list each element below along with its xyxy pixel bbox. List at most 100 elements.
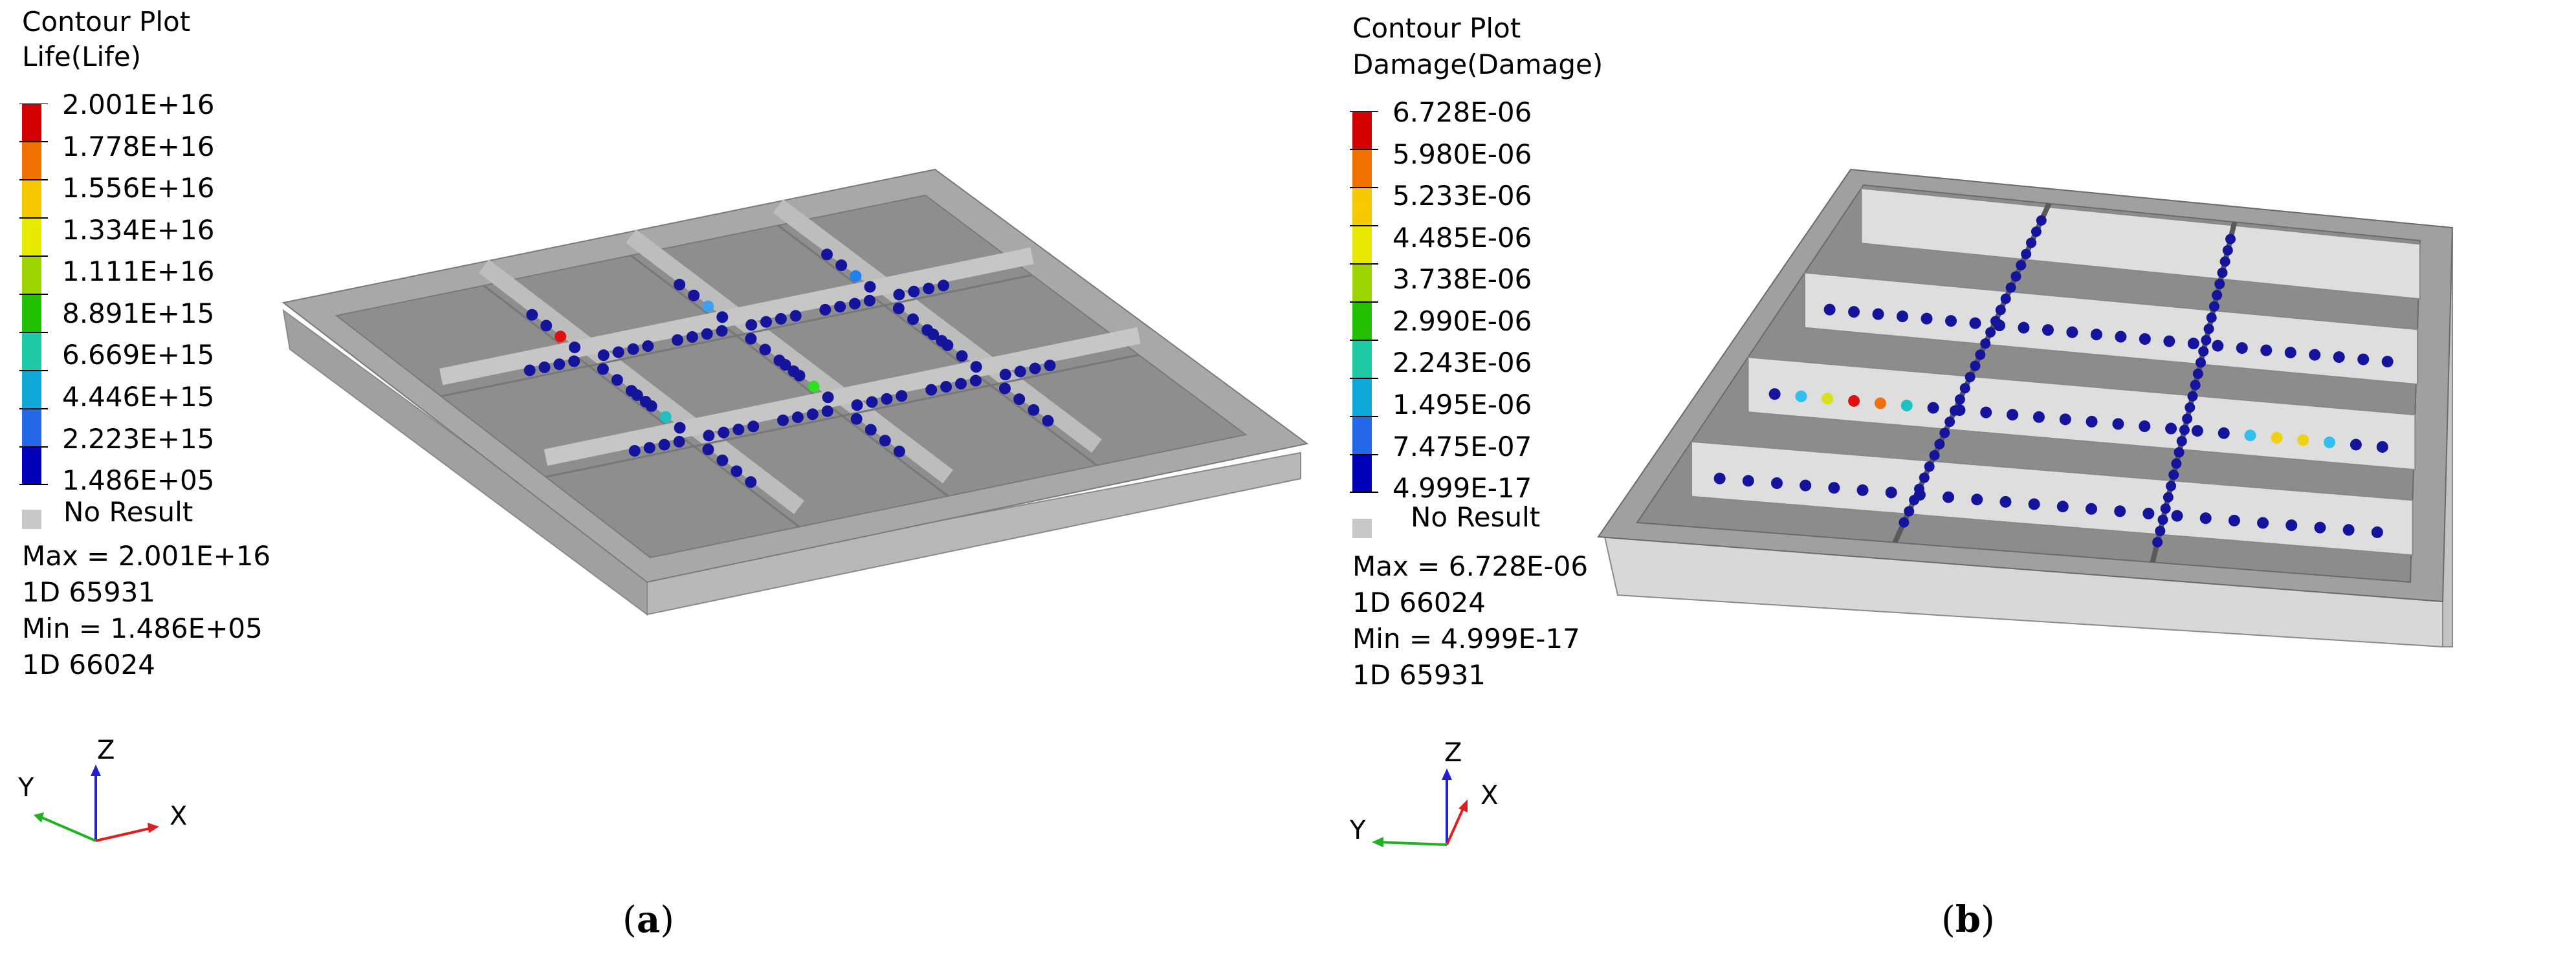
- panel-a-weld-node: [941, 339, 954, 351]
- panel-a-scale-band: [22, 180, 41, 218]
- panel-b-weld-node: [2171, 458, 2182, 469]
- panel-a-weld-node: [597, 363, 609, 375]
- panel-a-weld-node: [716, 311, 729, 323]
- panel-a-scale-band: [22, 371, 41, 409]
- panel-b-axis-y-arrow: [1378, 841, 1448, 846]
- panel-a-stiffener-grid: [439, 199, 1141, 528]
- panel-b-weld-node: [1990, 316, 2001, 327]
- panel-b-weld-node: [2115, 331, 2127, 343]
- panel-a-stiffener-edge: [545, 354, 1139, 478]
- panel-a-weld-node: [759, 343, 771, 356]
- panel-a-weld-node: [703, 429, 715, 442]
- panel-a-weld-node: [597, 349, 610, 362]
- panel-b-weld-node: [2179, 424, 2190, 435]
- panel-b-weld-node: [1971, 493, 1983, 506]
- panel-a-weld-node: [686, 331, 698, 343]
- panel-b-weld-node: [1897, 310, 1909, 323]
- panel-a-weld-node: [718, 426, 730, 439]
- panel-b-weld-node: [1980, 338, 1991, 349]
- panel-b-weld-node: [2139, 333, 2151, 345]
- panel-b-weld-node: [2381, 356, 2394, 368]
- panel-a-weld-node: [745, 476, 757, 488]
- panel-b-weld-node: [2357, 353, 2370, 365]
- panel-a-weld-node: [850, 270, 862, 282]
- panel-b-weld-node: [2187, 338, 2199, 350]
- panel-b-scale-band: [1352, 149, 1372, 188]
- panel-a-title: Contour Plot: [22, 6, 191, 38]
- panel-a-caption: (a): [622, 898, 675, 941]
- panel-b-weld-node: [2206, 312, 2217, 323]
- panel-b-weld-node: [1980, 406, 1992, 418]
- panel-a-weld-node: [850, 413, 863, 425]
- panel-a-weld-node: [523, 364, 536, 376]
- panel-b-min: Min = 4.999E-17: [1352, 623, 1580, 655]
- panel-a-subtitle: Life(Life): [22, 41, 142, 72]
- panel-a-weld-node: [866, 396, 878, 408]
- panel-b-weld-node: [1969, 317, 1981, 329]
- panel-b-weld-node: [1822, 393, 1834, 405]
- panel-a-weld-node: [672, 334, 683, 346]
- panel-a-weld-node: [569, 342, 581, 354]
- panel-b-weld-node: [1828, 482, 1840, 494]
- panel-b-weld-node: [1874, 397, 1886, 409]
- panel-b-weld-node: [2260, 344, 2273, 356]
- panel-b-axis-z-head: [1442, 768, 1452, 780]
- panel-b-weld-node: [2185, 402, 2196, 413]
- panel-b-weld-node: [1909, 495, 1920, 506]
- panel-a-weld-node: [969, 374, 982, 387]
- panel-b-weld-node: [1872, 308, 1884, 320]
- panel-b-axis-z-label: Z: [1444, 738, 1462, 768]
- panel-b-scale-label: 3.738E-06: [1393, 263, 1532, 296]
- panel-b-weld-node: [2244, 429, 2256, 442]
- panel-a-weld-node: [777, 414, 789, 426]
- panel-a-weld-node: [673, 435, 685, 448]
- panel-a-axis-y-arrow: [38, 815, 96, 842]
- panel-b-weld-node: [2163, 335, 2175, 347]
- panel-a-weld-node: [716, 325, 728, 337]
- panel-a-weld-node: [864, 424, 877, 436]
- panel-a-weld-node: [688, 289, 700, 301]
- panel-b-weld-node: [2196, 357, 2207, 368]
- panel-a-min: Min = 1.486E+05: [22, 613, 263, 644]
- panel-a-weld-node: [538, 361, 551, 373]
- panel-b-weld-node: [2042, 324, 2054, 336]
- panel-a-tray-model: [281, 168, 1309, 616]
- panel-a-scale-band: [22, 332, 41, 371]
- panel-b-scale-band: [1352, 226, 1372, 264]
- panel-a-weld-node: [864, 281, 876, 293]
- panel-b-weld-node: [1771, 477, 1783, 490]
- panel-a-weld-node: [808, 380, 820, 393]
- panel-a-weld-node: [779, 359, 791, 371]
- panel-a-weld-node: [747, 420, 760, 433]
- panel-b-no-result-swatch: [1352, 519, 1372, 538]
- panel-b-weld-node: [2208, 301, 2219, 312]
- panel-a-weld-node: [851, 399, 863, 411]
- panel-b-weld-node: [1929, 450, 1940, 461]
- panel-a-weld-node: [628, 445, 641, 457]
- panel-b-weld-node: [2297, 434, 2309, 446]
- panel-a-weld-node: [1042, 415, 1054, 427]
- panel-a-weld-node: [555, 331, 567, 343]
- panel-a-scale-label: 8.891E+15: [62, 297, 215, 329]
- panel-b-weld-node: [1985, 327, 1996, 338]
- panel-a-weld-node: [925, 384, 938, 396]
- panel-a-scale-band: [22, 103, 41, 142]
- panel-b-weld-node: [1945, 315, 1957, 327]
- panel-b-scale-band: [1352, 378, 1372, 417]
- panel-a-scale-label: 1.334E+16: [62, 213, 215, 246]
- panel-a-weld-node: [955, 378, 967, 390]
- panel-a-weld-node: [849, 298, 861, 310]
- panel-a-weld-nodes: [523, 248, 1056, 488]
- panel-b-weld-node: [2371, 526, 2383, 538]
- panel-b-weld-node: [2201, 334, 2212, 345]
- panel-b-caption: (b): [1941, 898, 1995, 941]
- panel-b-weld-node: [1742, 475, 1754, 487]
- panel-a-stiffener-edge: [777, 224, 1097, 466]
- panel-b-axis-y-head: [1372, 837, 1383, 847]
- panel-b-max-id: 1D 66024: [1352, 587, 1486, 618]
- panel-a-axis-x-label: X: [170, 801, 188, 831]
- panel-a-weld-node: [659, 411, 672, 423]
- panel-a-weld-node: [1028, 404, 1040, 416]
- panel-b-axis-x-head: [1459, 799, 1468, 812]
- panel-b-weld-node: [2187, 391, 2198, 402]
